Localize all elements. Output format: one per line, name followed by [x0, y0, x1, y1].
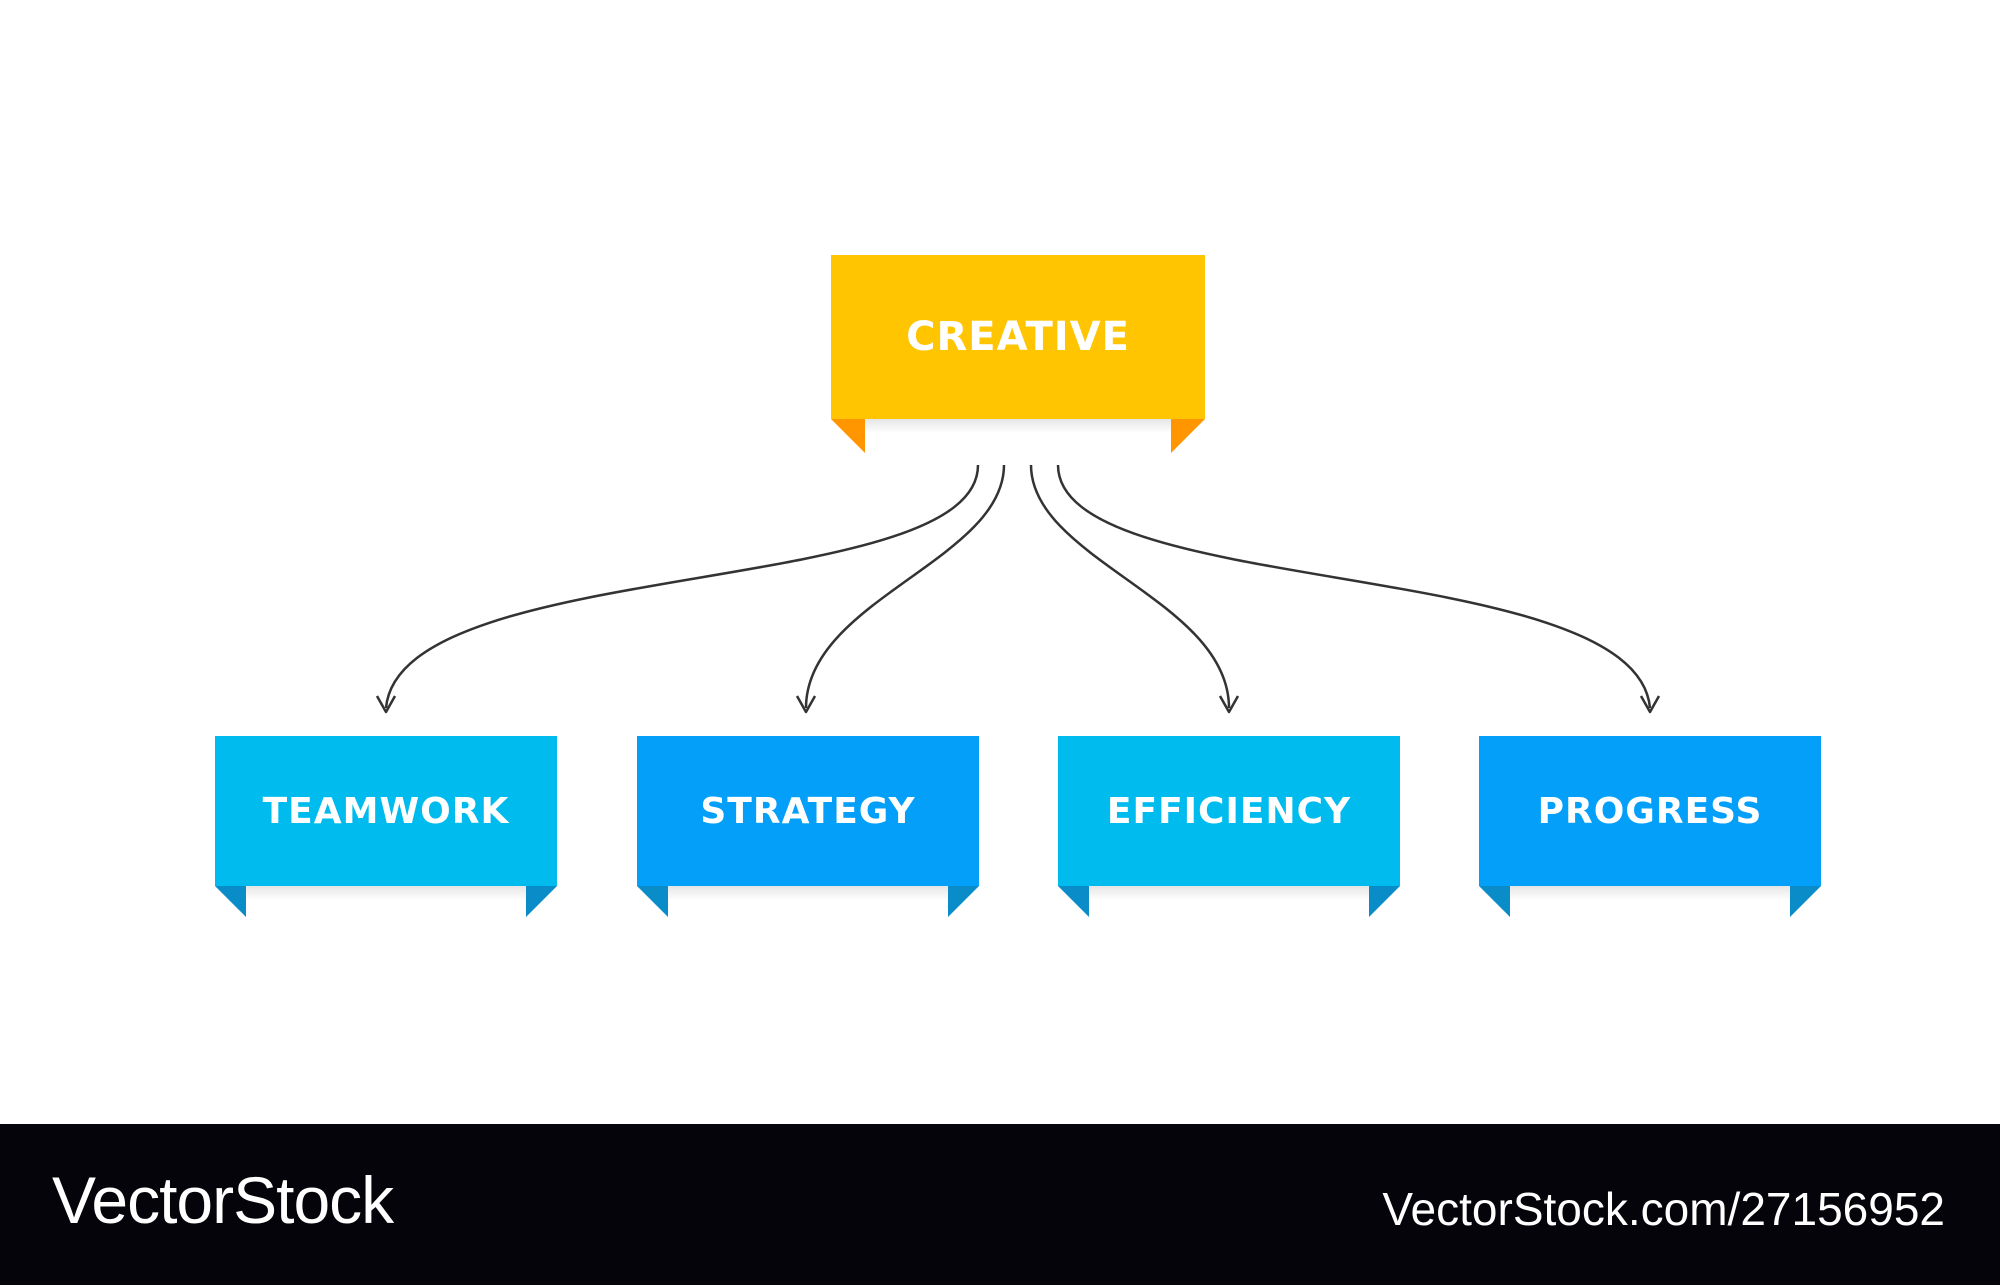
footer-brand: VectorStock	[52, 1163, 394, 1237]
connector-layer	[375, 464, 1661, 714]
child-node-right-fold	[1790, 886, 1821, 917]
child-node-strategy: STRATEGY	[637, 736, 979, 917]
child-node-shadow	[246, 886, 526, 900]
root-node: CREATIVE	[831, 255, 1205, 455]
child-node-shadow	[668, 886, 948, 900]
arrowhead-icon	[1639, 695, 1661, 714]
child-node-label: TEAMWORK	[262, 790, 510, 832]
child-node-left-fold	[1058, 886, 1089, 917]
child-node-label: STRATEGY	[700, 790, 916, 832]
root-node-right-fold	[1171, 419, 1205, 453]
footer-url: VectorStock.com/27156952	[1382, 1183, 1945, 1235]
root-node-shadow	[865, 419, 1171, 433]
child-node-left-fold	[1479, 886, 1510, 917]
child-node-face: EFFICIENCY	[1058, 736, 1400, 886]
child-node-shadow	[1089, 886, 1369, 900]
connector-line-strategy	[804, 464, 1006, 709]
root-node-left-fold	[831, 419, 865, 453]
child-node-label: EFFICIENCY	[1106, 790, 1352, 832]
child-node-right-fold	[526, 886, 557, 917]
child-node-right-fold	[1369, 886, 1400, 917]
arrowhead-icon	[1218, 695, 1240, 714]
child-node-left-fold	[637, 886, 668, 917]
connector-line-efficiency	[1029, 464, 1231, 709]
child-node-label: PROGRESS	[1537, 790, 1763, 832]
arrowhead-icon	[375, 695, 397, 714]
child-node-face: STRATEGY	[637, 736, 979, 886]
connector-line-progress	[1056, 464, 1652, 709]
root-node-label: CREATIVE	[906, 314, 1130, 360]
child-node-left-fold	[215, 886, 246, 917]
footer-bar: VectorStock VectorStock.com/27156952	[0, 1124, 2000, 1285]
child-node-face: TEAMWORK	[215, 736, 557, 886]
root-node-face: CREATIVE	[831, 255, 1205, 419]
child-node-face: PROGRESS	[1479, 736, 1821, 886]
child-node-right-fold	[948, 886, 979, 917]
child-node-shadow	[1510, 886, 1790, 900]
connector-line-teamwork	[384, 464, 980, 709]
arrowhead-icon	[795, 695, 817, 714]
child-node-progress: PROGRESS	[1479, 736, 1821, 917]
diagram-canvas: CREATIVE TEAMWORK STRATEGY EFFICIENCY PROGR…	[215, 255, 1821, 917]
child-node-teamwork: TEAMWORK	[215, 736, 557, 917]
child-node-efficiency: EFFICIENCY	[1058, 736, 1400, 917]
